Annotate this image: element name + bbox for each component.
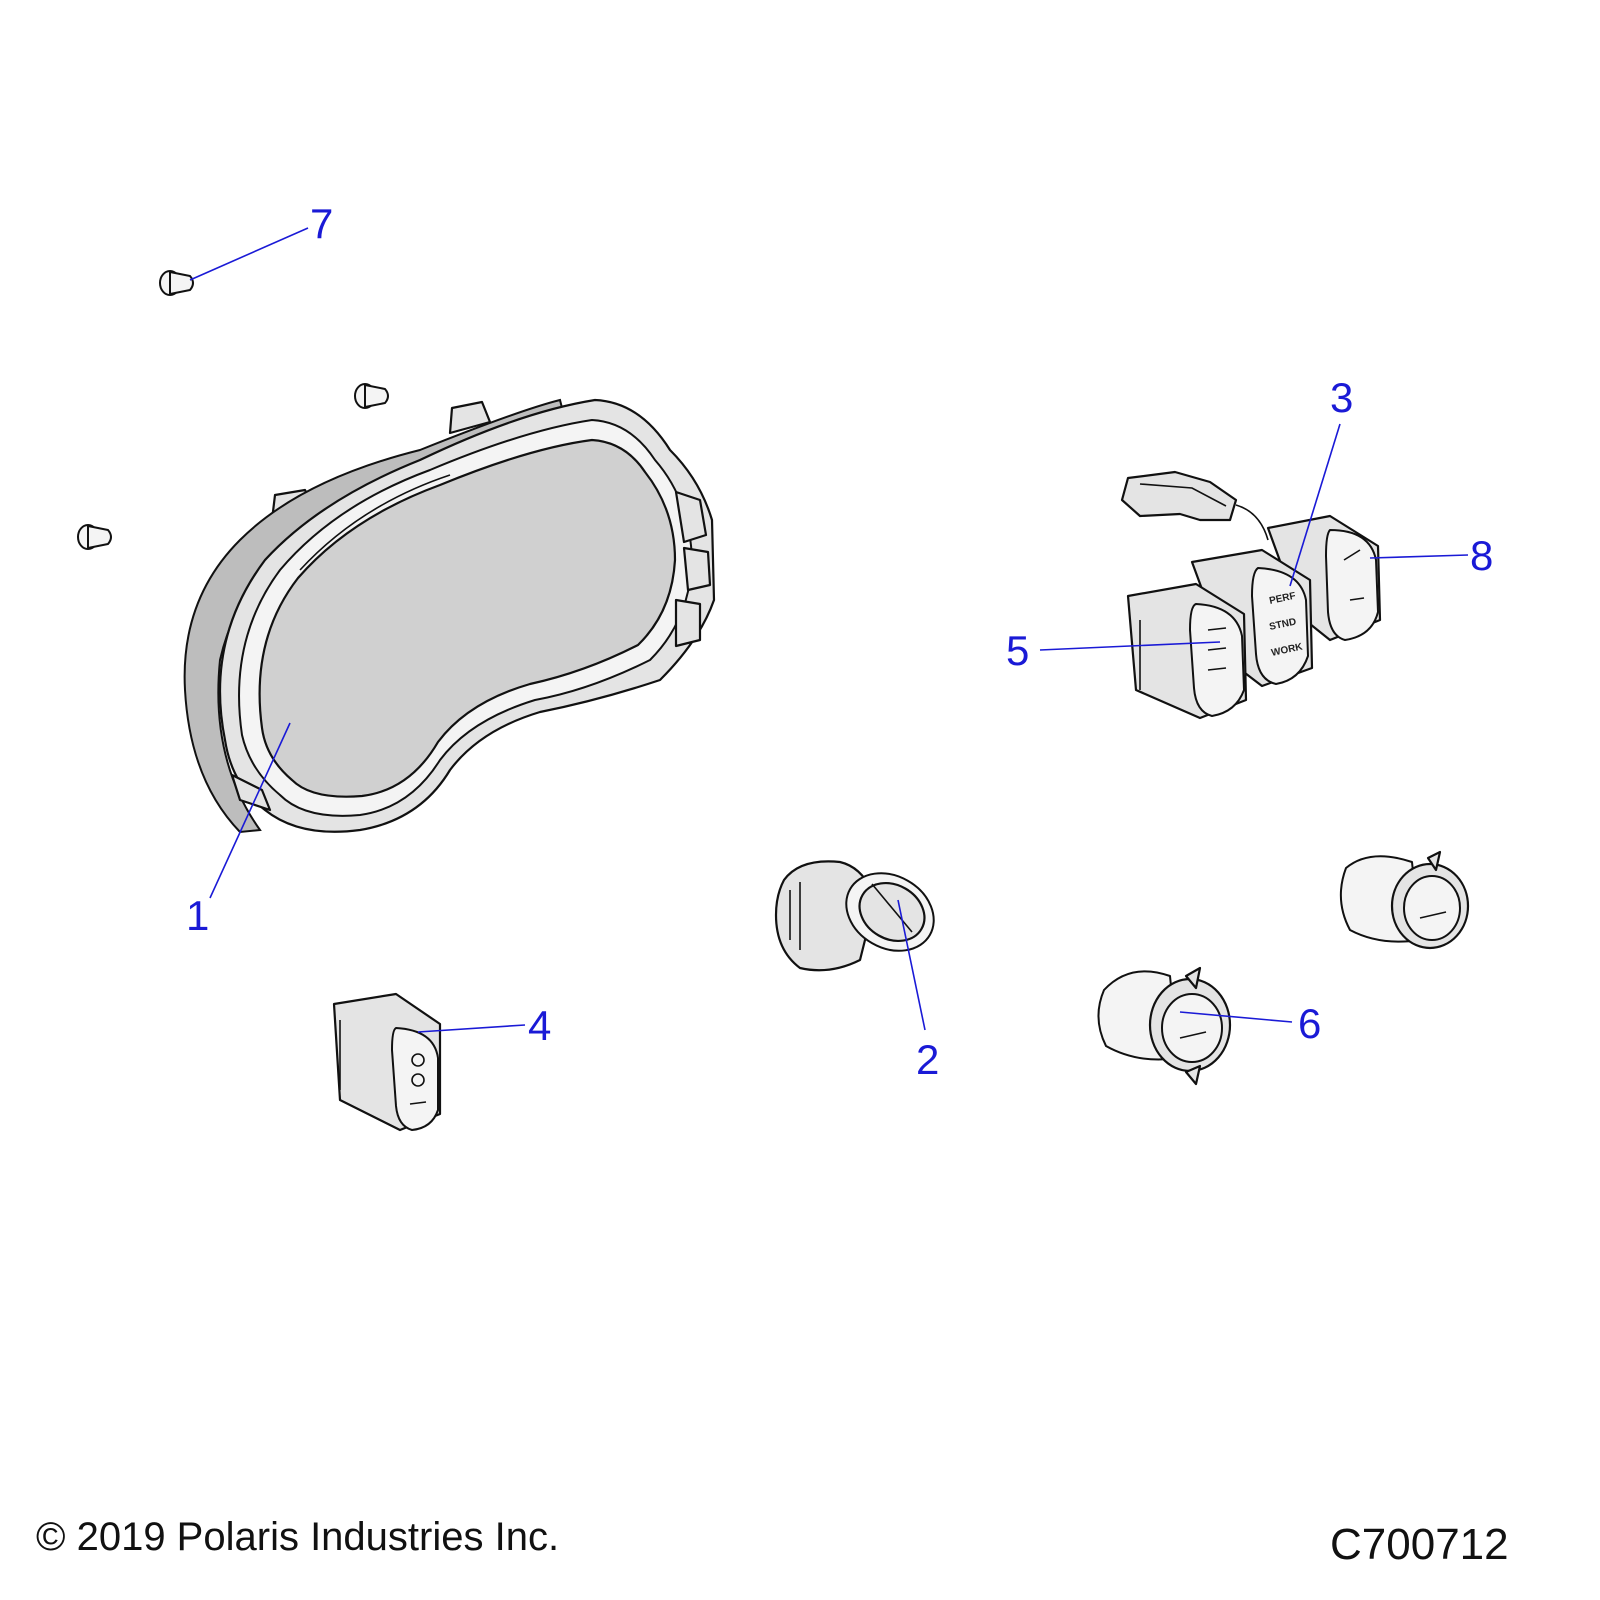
leader-7 [189, 227, 309, 281]
callout-3: 3 [1330, 374, 1353, 421]
instrument-cluster [183, 398, 716, 834]
callout-2: 2 [916, 1036, 939, 1083]
leader-1 [209, 722, 291, 899]
ignition-switch [774, 860, 935, 972]
callout-6: 6 [1298, 1000, 1321, 1047]
power-outlet-lower [1097, 966, 1232, 1086]
callout-5: 5 [1006, 627, 1029, 674]
rocker-switch-3: PERF STND WORK [1190, 548, 1314, 688]
screw-left [77, 524, 112, 550]
leader-8 [1369, 554, 1469, 559]
drawing-number: C700712 [1330, 1520, 1509, 1569]
callout-8: 8 [1470, 532, 1493, 579]
leader-2 [897, 899, 926, 1031]
screw-top [159, 270, 194, 296]
leader-6 [1179, 1011, 1293, 1023]
callout-7: 7 [310, 200, 333, 247]
connector-harness [1120, 470, 1269, 541]
callout-4: 4 [528, 1002, 551, 1049]
leader-4 [417, 1024, 526, 1033]
leader-3 [1289, 423, 1341, 587]
leader-5 [1039, 641, 1221, 651]
switch-3-label-perf: PERF [1268, 591, 1296, 607]
rocker-switch-8 [1266, 514, 1382, 642]
screw-middle [354, 383, 389, 409]
callout-1: 1 [186, 892, 209, 939]
power-outlet-upper [1339, 850, 1470, 950]
copyright-notice: © 2019 Polaris Industries Inc. [36, 1515, 560, 1559]
rocker-switch-4 [332, 992, 442, 1132]
rocker-switch-5 [1126, 582, 1248, 720]
